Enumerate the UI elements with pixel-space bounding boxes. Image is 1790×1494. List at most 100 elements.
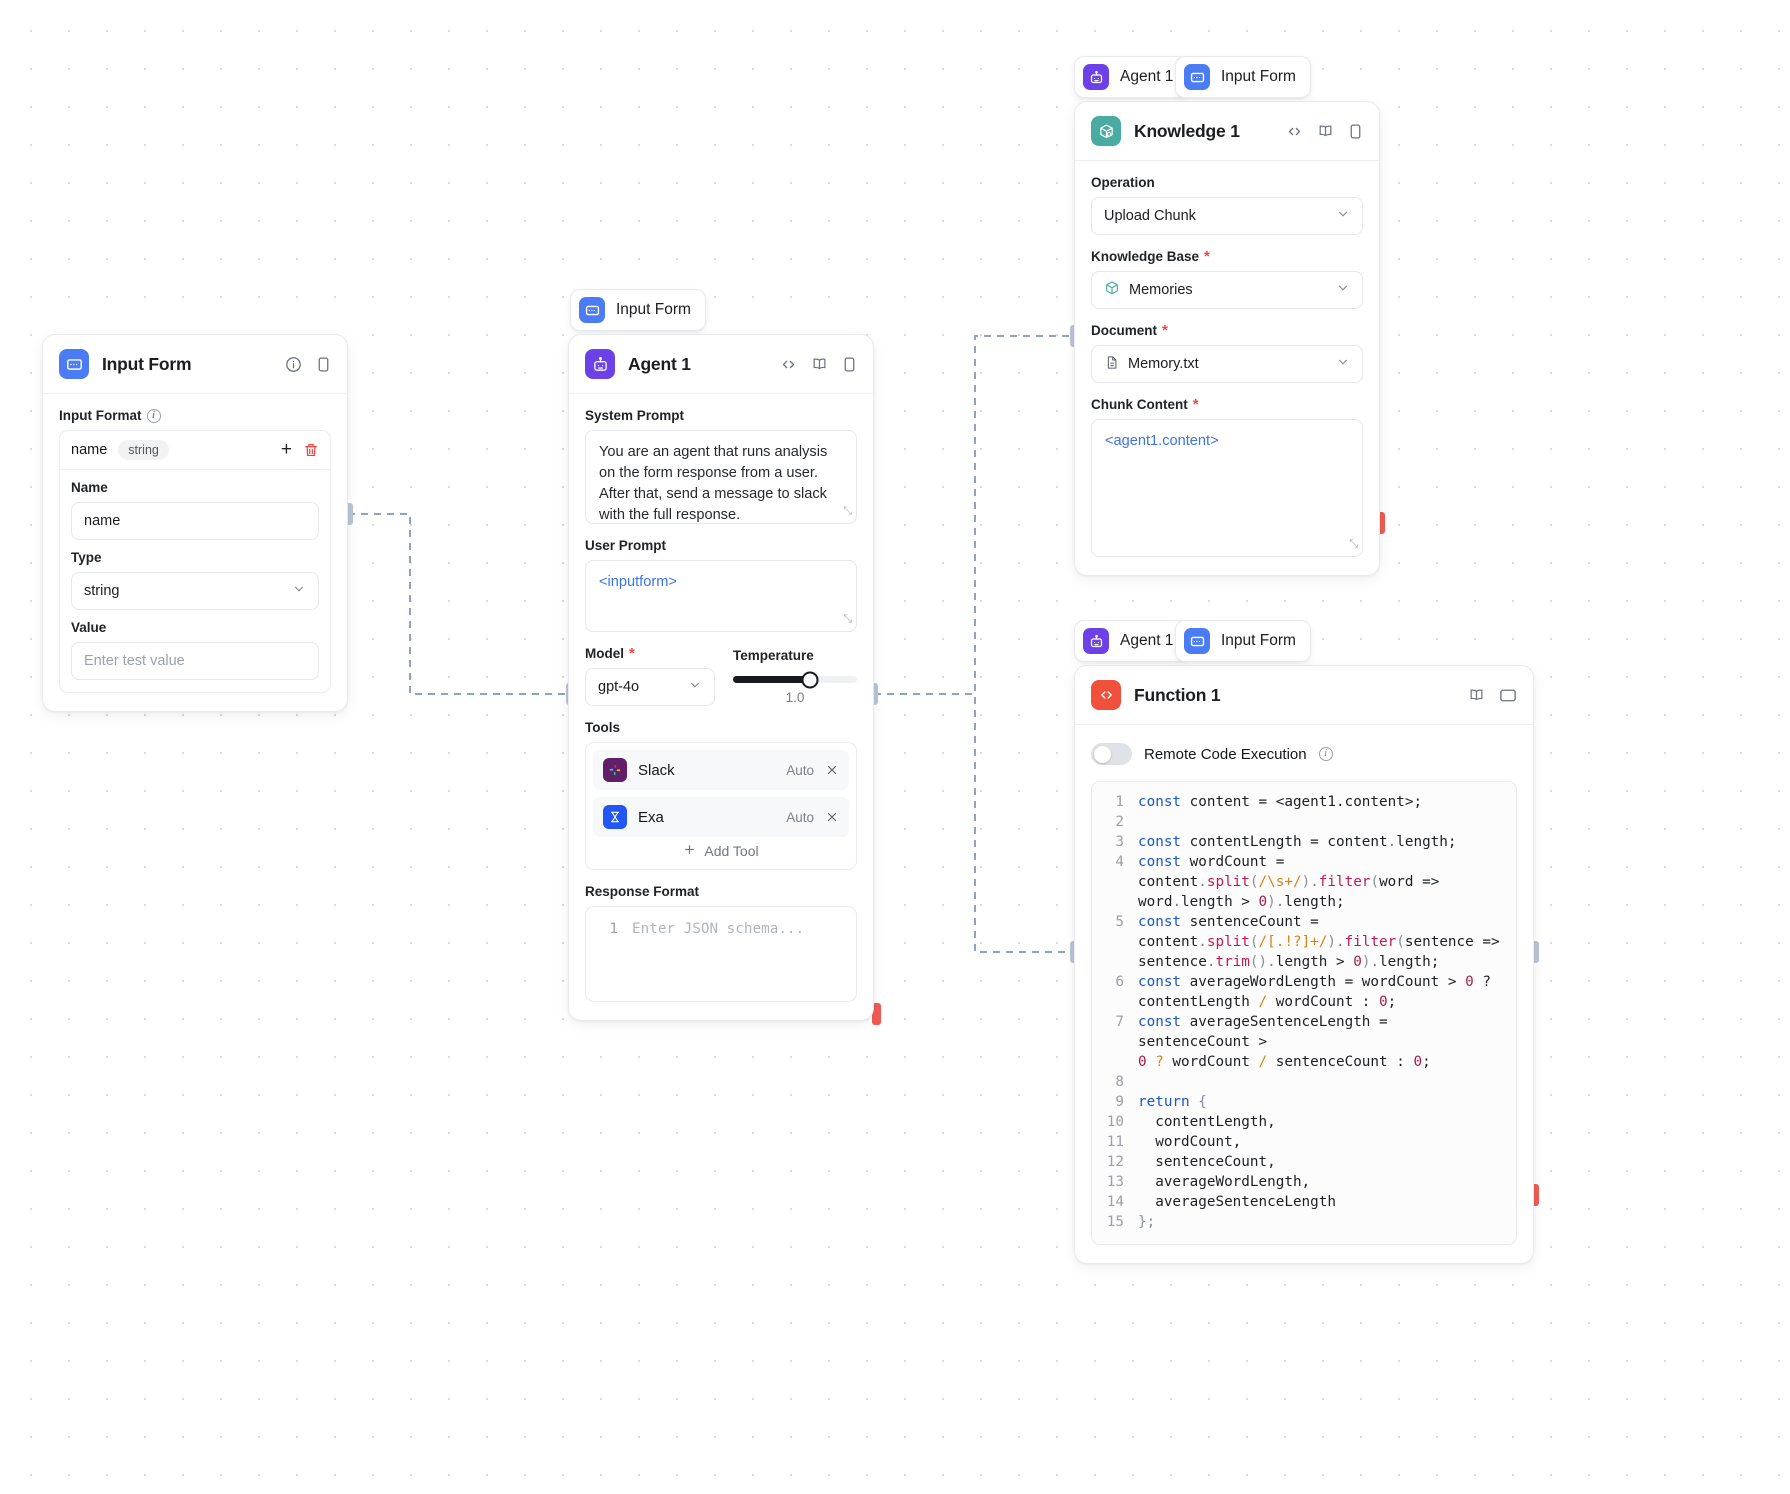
add-tool-label: Add Tool bbox=[704, 843, 759, 859]
code-line: 15}; bbox=[1092, 1212, 1516, 1232]
info-icon[interactable] bbox=[285, 356, 302, 373]
line-number: 1 bbox=[609, 921, 618, 937]
code-text: return { bbox=[1138, 1094, 1207, 1110]
tool-mode[interactable]: Auto bbox=[786, 762, 814, 778]
panel-icon[interactable] bbox=[842, 356, 857, 373]
response-format-editor[interactable]: 1 Enter JSON schema... bbox=[585, 906, 857, 1002]
chip-agent-1[interactable]: Agent 1 bbox=[1074, 56, 1189, 98]
format-row-header: name string + bbox=[60, 431, 330, 470]
input-format-label: Input Format i bbox=[59, 408, 331, 423]
line-number: 11 bbox=[1106, 1134, 1124, 1150]
model-select[interactable]: gpt-4o bbox=[585, 668, 715, 706]
line-number: 4 bbox=[1115, 854, 1124, 870]
document-icon bbox=[1104, 355, 1119, 374]
knowledge-base-select[interactable]: Memories bbox=[1091, 271, 1363, 309]
node-title: Agent 1 bbox=[628, 353, 691, 374]
system-prompt-text: You are an agent that runs analysis on t… bbox=[599, 444, 828, 524]
remote-code-execution-toggle[interactable] bbox=[1091, 743, 1132, 765]
function-output-handle[interactable] bbox=[1530, 1184, 1539, 1206]
node-title: Input Form bbox=[102, 353, 192, 374]
value-input[interactable]: Enter test value bbox=[71, 642, 319, 680]
code-text: const wordCount = content.split(/\s+/).f… bbox=[1138, 854, 1440, 910]
info-icon[interactable]: i bbox=[1318, 747, 1333, 761]
system-prompt-textarea[interactable]: You are an agent that runs analysis on t… bbox=[585, 430, 857, 524]
chevron-down-icon bbox=[1336, 281, 1350, 299]
resize-handle[interactable]: ⤡ bbox=[843, 505, 852, 518]
add-field-button[interactable]: + bbox=[280, 439, 292, 460]
code-text: sentenceCount, bbox=[1138, 1154, 1276, 1170]
input-form-icon bbox=[579, 297, 605, 323]
input-form-output-handle[interactable] bbox=[344, 503, 353, 525]
code-line: 10 contentLength, bbox=[1092, 1112, 1516, 1132]
chip-input-form[interactable]: Input Form bbox=[1175, 56, 1311, 98]
book-icon[interactable] bbox=[811, 356, 828, 372]
code-text bbox=[1138, 1072, 1159, 1092]
user-prompt-textarea[interactable]: <inputform> ⤡ bbox=[585, 560, 857, 632]
close-icon[interactable] bbox=[825, 763, 839, 777]
chevron-down-icon bbox=[1336, 355, 1350, 373]
chunk-content-textarea[interactable]: <agent1.content> ⤡ bbox=[1091, 419, 1363, 557]
chevron-down-icon bbox=[688, 678, 702, 696]
type-select[interactable]: string bbox=[71, 572, 319, 610]
response-format-label: Response Format bbox=[585, 884, 700, 899]
node-agent-1[interactable]: Agent 1 System Prompt You are an agent t… bbox=[568, 334, 874, 1021]
chevron-down-icon bbox=[292, 582, 306, 600]
book-icon[interactable] bbox=[1317, 123, 1334, 139]
function-right-handle[interactable] bbox=[1530, 941, 1539, 963]
remote-code-execution-row[interactable]: Remote Code Execution i bbox=[1091, 739, 1517, 781]
line-number: 6 bbox=[1115, 974, 1124, 990]
tool-row[interactable]: Slack Auto bbox=[593, 750, 849, 790]
node-knowledge-1[interactable]: Knowledge 1 Operation Upload Chunk bbox=[1074, 101, 1380, 576]
temperature-control[interactable]: Temperature 1.0 bbox=[733, 646, 857, 705]
knowledge-output-handle[interactable] bbox=[1376, 512, 1385, 534]
chip-label: Agent 1 bbox=[1120, 68, 1174, 85]
name-input[interactable]: name bbox=[71, 502, 319, 540]
resize-handle[interactable]: ⤡ bbox=[843, 613, 852, 626]
add-tool-button[interactable]: Add Tool bbox=[593, 837, 849, 862]
code-icon[interactable] bbox=[780, 357, 797, 372]
info-icon[interactable]: i bbox=[146, 408, 161, 423]
agent-header: Agent 1 bbox=[569, 335, 873, 394]
delete-field-button[interactable] bbox=[303, 442, 319, 458]
type-field-label: Type bbox=[71, 550, 102, 565]
knowledge-base-label: Knowledge Base* bbox=[1091, 248, 1210, 265]
tool-row[interactable]: Exa Auto bbox=[593, 797, 849, 837]
tool-mode[interactable]: Auto bbox=[786, 809, 814, 825]
agent-robot-icon bbox=[1083, 64, 1109, 90]
agent-robot-icon bbox=[585, 349, 615, 379]
book-icon[interactable] bbox=[1468, 687, 1485, 703]
temperature-slider[interactable] bbox=[733, 671, 857, 688]
temperature-slider-knob[interactable] bbox=[801, 671, 819, 688]
operation-select[interactable]: Upload Chunk bbox=[1091, 197, 1363, 235]
chip-input-form[interactable]: Input Form bbox=[570, 289, 706, 331]
code-icon[interactable] bbox=[1286, 124, 1303, 139]
close-icon[interactable] bbox=[825, 810, 839, 824]
knowledge-base-value: Memories bbox=[1129, 282, 1193, 298]
panel-icon[interactable] bbox=[1348, 123, 1363, 140]
code-text: const content = <agent1.content>; bbox=[1138, 794, 1423, 810]
resize-handle[interactable]: ⤡ bbox=[1349, 538, 1358, 551]
temperature-slider-fill bbox=[733, 676, 810, 683]
node-input-form[interactable]: Input Form Input Format i name string bbox=[42, 334, 348, 712]
code-text: const averageSentenceLength = sentenceCo… bbox=[1138, 1014, 1431, 1070]
document-value: Memory.txt bbox=[1128, 356, 1199, 372]
function-header: Function 1 bbox=[1075, 666, 1533, 725]
knowledge-box-icon bbox=[1104, 280, 1120, 300]
value-field-label: Value bbox=[71, 620, 107, 635]
agent-output-handle[interactable] bbox=[872, 1003, 881, 1025]
chip-agent-1[interactable]: Agent 1 bbox=[1074, 620, 1189, 662]
user-prompt-label: User Prompt bbox=[585, 538, 667, 553]
operation-select-value: Upload Chunk bbox=[1104, 208, 1196, 224]
plus-icon bbox=[683, 843, 696, 859]
model-label: Model* bbox=[585, 645, 635, 662]
expand-icon[interactable] bbox=[1499, 688, 1517, 703]
chip-input-form[interactable]: Input Form bbox=[1175, 620, 1311, 662]
panel-icon[interactable] bbox=[316, 356, 331, 373]
document-select[interactable]: Memory.txt bbox=[1091, 345, 1363, 383]
